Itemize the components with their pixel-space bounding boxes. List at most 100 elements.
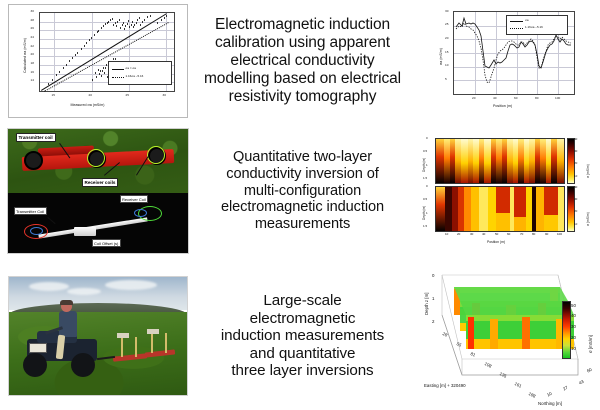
heatmap-xtick: 60 [507,232,511,236]
heatmap-xtick: 100 [557,232,563,236]
plot3d-colorbar-label: σ [mS/m] [588,335,593,353]
profile-xtick: 60 [514,96,518,100]
three-layer-inversion-3d-plot: 0 1 2 Depth z [m] 28 55 81 108 135 161 1… [410,263,600,409]
profile-ytick: 15 [445,50,449,54]
figure-cell-profile: σa 1.16σa −5.16 30 25 20 15 10 5 20 40 6… [410,0,600,122]
heatmap-xtick: 30 [470,232,474,236]
caption-1-line-1: Electromagnetic induction [215,16,390,34]
rider [58,311,77,337]
colorbar-bottom-tick: 30 [574,197,578,201]
colorbar-top-label: σ (mS/m) [586,164,590,178]
profile-legend-item-2: 1.16σa −5.16 [525,25,543,29]
scatter-xtick: 20 [88,93,92,97]
plot3d-colorbar-tick: 40 [571,313,576,318]
label-transmitter-coil-photo: Transmitter coil [15,133,56,142]
profile-x-axis-label: Position (m) [493,104,513,108]
photo-hills [8,302,187,315]
colorbar-top-tick: 20 [574,161,578,165]
heatmap-top-ytick: 0 [426,136,428,140]
heatmap-bottom-ytick: 1 [426,211,428,215]
figure-cell-heatmaps: 40 30 20 10 40 30 20 10 σ (mS/m) σ (mS/m… [410,124,600,258]
heatmap-xtick: 70 [520,232,524,236]
profile-ytick: 30 [445,9,449,13]
profile-series-svg [455,16,572,84]
heatmap-bottom-ytick: 0 [426,184,428,188]
heatmap-bottom-y-axis-label: Depth (m) [422,205,426,220]
figure-cell-plot3d: 0 1 2 Depth z [m] 28 55 81 108 135 161 1… [410,262,600,410]
plot3d-x-axis-label: Easting [m] + 320490 [424,383,466,388]
scatter-ytick: 14 [30,78,34,82]
plot3d-colorbar [562,301,571,359]
label-transmitter-coil-diagram: Transmitter Coil [13,207,47,215]
heatmap-xtick: 50 [495,232,499,236]
heatmap-bottom [435,186,565,232]
caption-cell-3: Large-scale electromagnetic induction me… [195,262,410,410]
scatter-x-axis-label: Measured σa (mS/m) [70,103,105,107]
caption-cell-1: Electromagnetic induction calibration us… [195,0,410,122]
emi-coil-diagram: Transmitter Coil Receiver Coil Coil Offs… [7,193,188,253]
scatter-xtick: 30 [162,93,166,97]
profile-ytick: 25 [445,22,449,26]
scatter-ytick: 28 [30,18,34,22]
abstract-row-3: Large-scale electromagnetic induction me… [0,262,600,410]
label-receiver-coil-diagram: Receiver Coil [119,195,149,203]
plot3d-colorbar-tick: 50 [571,303,576,308]
heatmap-top [435,138,565,184]
scatter-legend-item-2: 1.16σa −5.16 [125,74,144,78]
profile-plot-conductivity: σa 1.16σa −5.16 30 25 20 15 10 5 20 40 6… [429,5,581,117]
caption-1-line-4: modelling based on electrical [204,69,401,87]
plot3d-canvas [441,274,579,376]
colorbar-bottom-tick: 10 [574,222,578,226]
colorbar-bottom [567,186,575,232]
profile-ytick: 5 [445,77,447,81]
profile-xtick: 40 [493,96,497,100]
plot3d-colorbar-tick: 20 [571,335,576,340]
heatmap-xtick: 80 [532,232,536,236]
scatter-y-axis-label: Calculated σa (mS/m) [22,38,27,73]
field-survey-photo [7,276,188,396]
heatmap-xtick: 10 [445,232,449,236]
scatter-xtick: 15 [51,93,55,97]
label-receiver-coils-photo: Receiver coils [81,178,119,187]
heatmap-bottom-ytick: 0.5 [423,197,428,201]
caption-1-line-3: electrical conductivity [230,52,375,70]
two-layer-inversion-heatmaps: 40 30 20 10 40 30 20 10 σ (mS/m) σ (mS/m… [421,130,590,252]
scatter-plot-area: σa = σa 1.16σa −5.16 [38,12,175,92]
caption-3-line-5: three layer inversions [231,362,374,380]
caption-3-line-1: Large-scale [263,291,342,309]
colorbar-bottom-tick: 20 [574,209,578,213]
colorbar-top [567,138,575,184]
plot3d-y-axis-label: Northing [m] [538,401,562,406]
emi-sensor-photo: Transmitter coil Receiver coils [7,129,188,193]
colorbar-top-tick: 40 [574,137,578,141]
scatter-ytick: 20 [30,52,34,56]
scatter-ytick: 30 [30,9,34,13]
profile-xtick: 80 [535,96,539,100]
scatter-ytick: 22 [30,44,34,48]
label-coil-offset: Coil Offset (s) [91,239,121,247]
figure-cell-scatter: σa = σa 1.16σa −5.16 30 28 26 24 22 20 1… [0,0,195,122]
caption-2-line-3: multi-configuration [243,182,362,199]
heatmap-bottom-ytick: 1.5 [423,224,428,228]
profile-xtick: 100 [555,96,561,100]
profile-ytick: 10 [445,63,449,67]
scatter-ytick: 16 [30,70,34,74]
colorbar-top-tick: 10 [574,174,578,178]
scatter-legend-item-1: σa = σa [125,66,136,70]
scatter-ytick: 24 [30,35,34,39]
heatmap-xtick: 90 [545,232,549,236]
emi-instrument-figure: Transmitter coil Receiver coils Transmit… [6,128,189,254]
caption-row-3: Large-scale electromagnetic induction me… [221,292,384,380]
plot3d-ztick: 1 [432,296,435,301]
abstract-row-1: σa = σa 1.16σa −5.16 30 28 26 24 22 20 1… [0,0,600,122]
caption-2-line-4: electromagnetic induction [221,199,384,216]
caption-cell-2: Quantitative two-layer conductivity inve… [195,124,410,258]
abstract-row-2: Transmitter coil Receiver coils Transmit… [0,124,600,258]
caption-2-line-1: Quantitative two-layer [233,148,372,165]
caption-2-line-2: conductivity inversion of [226,165,379,182]
profile-xtick: 20 [472,96,476,100]
heatmap-top-ytick: 0.5 [423,149,428,153]
caption-3-line-4: and quantitative [249,344,356,362]
scatter-ytick: 26 [30,26,34,30]
colorbar-top-tick: 30 [574,149,578,153]
